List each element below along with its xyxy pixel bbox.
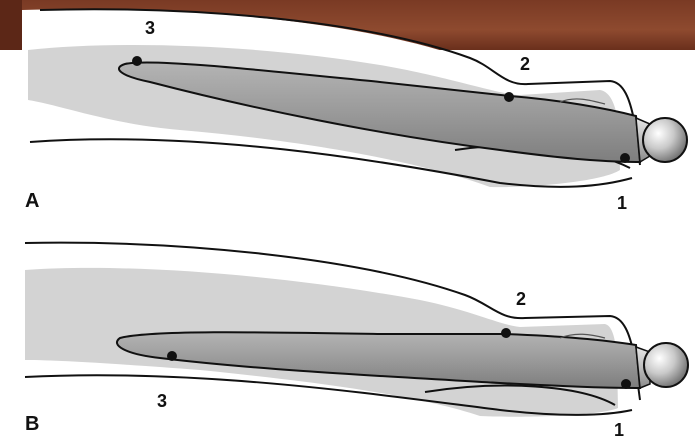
panel-b-point-1-label: 1 <box>614 420 624 437</box>
panel-a-point-3-label: 3 <box>145 18 155 38</box>
panel-a-point-1-label: 1 <box>617 193 627 213</box>
panel-a-point-2-dot <box>504 92 514 102</box>
panel-a-point-1-dot <box>620 153 630 163</box>
panel-b-point-1-dot <box>621 379 631 389</box>
panel-b-point-2-label: 2 <box>516 289 526 309</box>
panel-b-point-3-dot <box>167 351 177 361</box>
panel-a-label: A <box>25 190 39 212</box>
panel-b-point-3-label: 3 <box>157 391 167 411</box>
panel-b: 1 2 3 B <box>25 243 688 437</box>
panel-a-point-3-dot <box>132 56 142 66</box>
panel-a-point-2-label: 2 <box>520 54 530 74</box>
panel-b-femoral-head <box>644 343 688 387</box>
panel-a: 1 2 3 A <box>22 9 687 213</box>
panel-a-femoral-head <box>643 118 687 162</box>
panel-b-point-2-dot <box>501 328 511 338</box>
panel-b-label: B <box>25 413 39 435</box>
